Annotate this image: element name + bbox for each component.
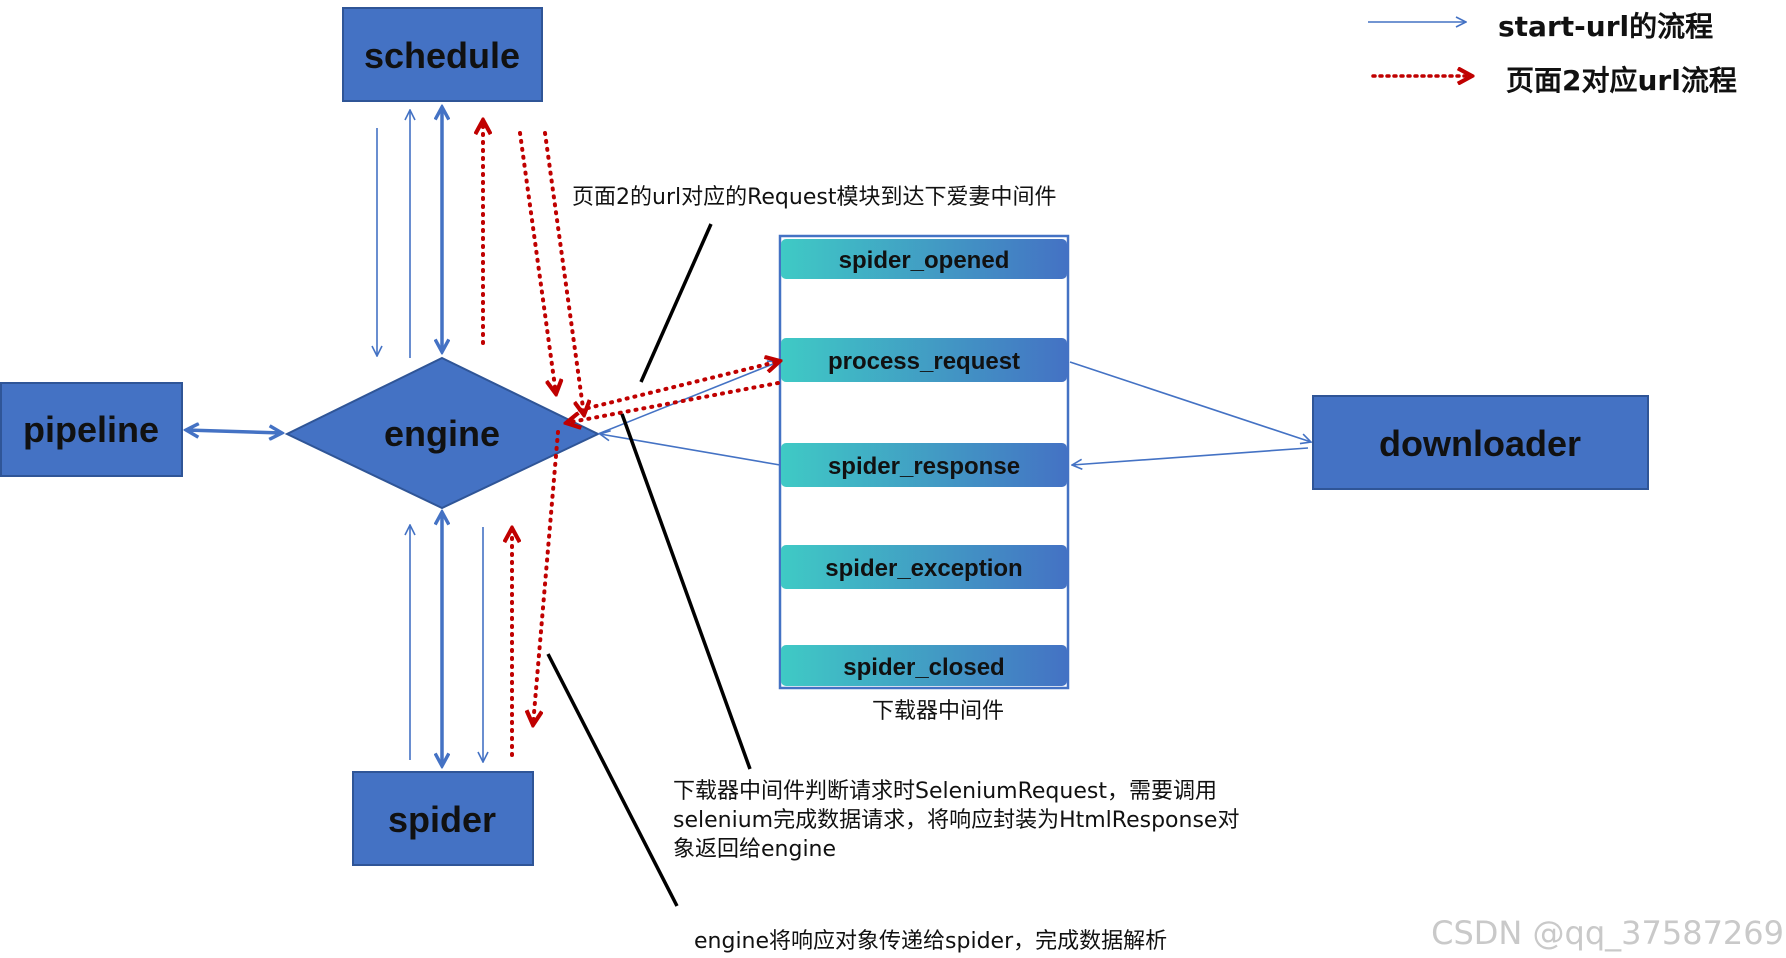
selenium-note-line-3: 象返回给engine (673, 837, 836, 862)
svg-text:pipeline: pipeline (23, 409, 159, 450)
leader-spider-note (546, 653, 679, 907)
leader-request-note (639, 223, 713, 383)
middleware-spider-closed: spider_closed (781, 645, 1067, 686)
arrow-downloader-to-spider-response (1072, 447, 1309, 465)
arrow-process-request-to-downloader (1069, 361, 1311, 442)
notes: 页面2的url对应的Request模块到达下爱妻中间件 下载器中间件判断请求时S… (572, 185, 1239, 954)
request-note: 页面2的url对应的Request模块到达下爱妻中间件 (572, 185, 1056, 210)
arrow-engine-to-process-request (597, 362, 778, 435)
legend-red-label: 页面2对应url流程 (1506, 64, 1737, 97)
svg-text:process_request: process_request (828, 348, 1020, 375)
spider-note: engine将响应对象传递给spider，完成数据解析 (694, 929, 1167, 954)
downloader-middleware-panel: spider_opened process_request spider_res… (778, 234, 1070, 724)
red-arrow-engine-to-process-request (578, 361, 780, 412)
middleware-process-request: process_request (781, 338, 1067, 382)
svg-text:spider_closed: spider_closed (843, 654, 1004, 681)
middleware-spider-response: spider_response (781, 443, 1067, 487)
callout-lines (546, 223, 752, 907)
legend-blue-label: start-url的流程 (1498, 10, 1713, 43)
red-arrow-process-request-to-engine (566, 381, 780, 423)
node-downloader: downloader (1312, 395, 1649, 490)
arrow-pipeline-engine-thick (186, 430, 282, 433)
arrow-spider-response-to-engine (600, 434, 781, 466)
selenium-note-line-1: 下载器中间件判断请求时SeleniumRequest，需要调用 (673, 779, 1217, 804)
svg-text:spider: spider (388, 799, 496, 840)
middleware-spider-exception: spider_exception (781, 545, 1067, 589)
middleware-caption: 下载器中间件 (872, 699, 1004, 724)
leader-selenium-note (620, 413, 752, 770)
red-arrow-engine-to-spider (533, 430, 560, 725)
middleware-spider-opened: spider_opened (781, 239, 1067, 279)
svg-text:spider_exception: spider_exception (825, 555, 1022, 582)
node-schedule: schedule (342, 7, 543, 102)
node-pipeline: pipeline (0, 382, 183, 477)
node-engine: engine (284, 356, 601, 510)
red-flow-arrows (483, 120, 780, 757)
legend: start-url的流程 页面2对应url流程 (1368, 10, 1737, 97)
node-spider: spider (352, 771, 534, 866)
svg-text:engine: engine (384, 413, 500, 454)
svg-text:schedule: schedule (364, 35, 520, 76)
svg-text:spider_opened: spider_opened (839, 247, 1010, 274)
red-arrow-schedule-to-engine-b (543, 131, 584, 415)
svg-text:downloader: downloader (1379, 423, 1581, 464)
selenium-note-line-2: selenium完成数据请求，将响应封装为HtmlResponse对 (673, 808, 1239, 833)
svg-text:spider_response: spider_response (828, 453, 1020, 480)
watermark: CSDN @qq_37587269 (1431, 914, 1784, 952)
